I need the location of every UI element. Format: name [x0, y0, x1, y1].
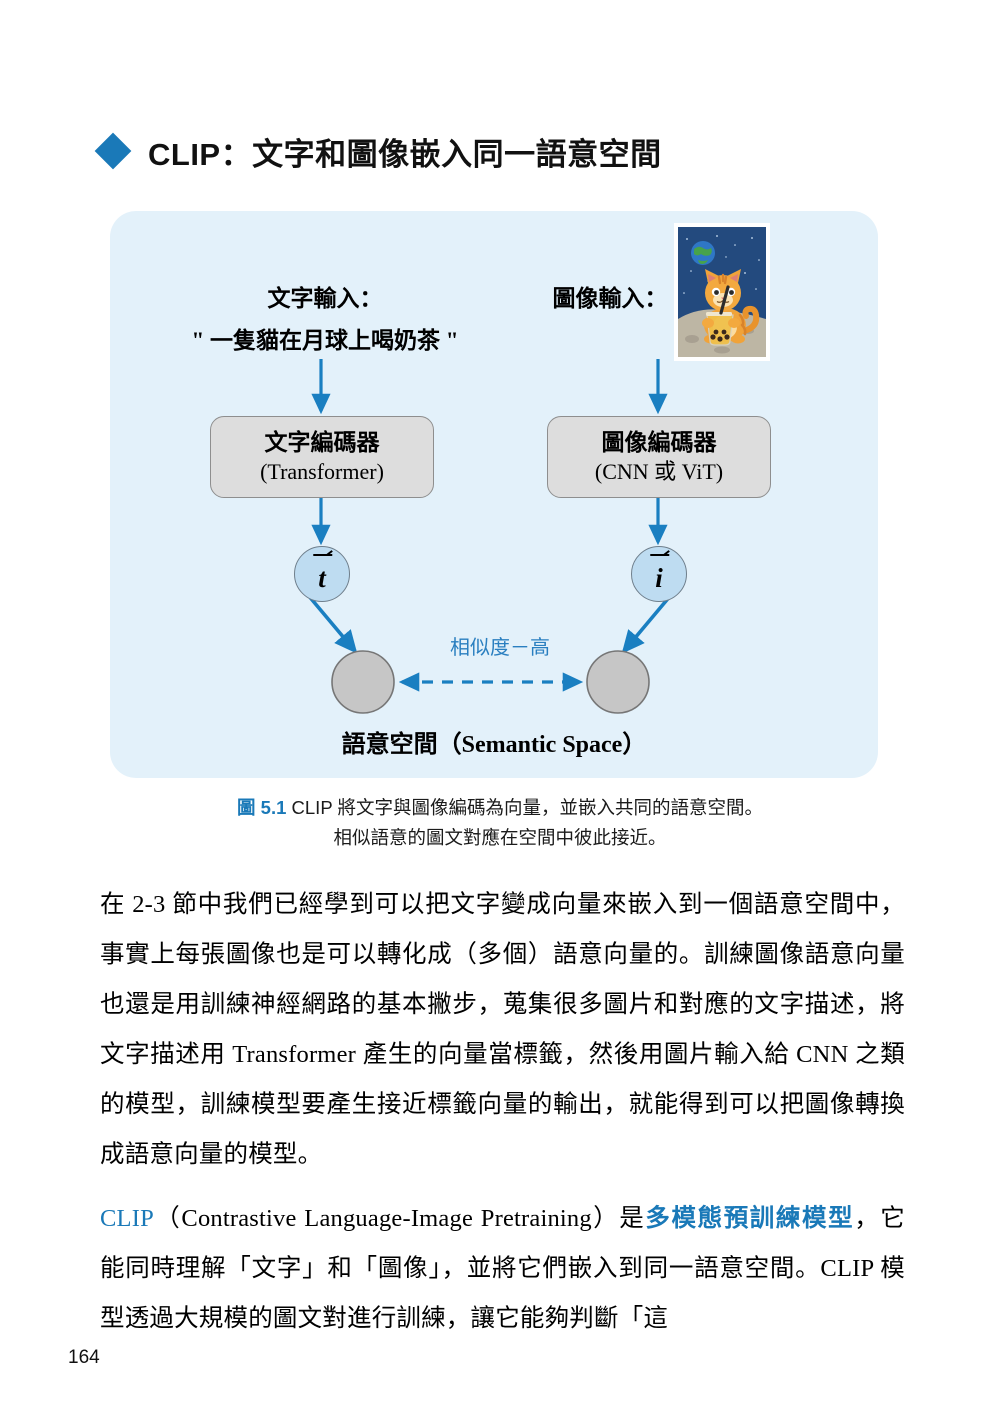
figure-diagram-svg	[306, 359, 673, 714]
body-paragraph-1-text: 在 2-3 節中我們已經學到可以把文字變成向量來嵌入到一個語意空間中，事實上每張…	[100, 891, 905, 1168]
image-input-label: 圖像輸入：	[552, 286, 668, 311]
body-text: 在 2-3 節中我們已經學到可以把文字變成向量來嵌入到一個語意空間中，事實上每張…	[100, 880, 905, 1358]
body-paragraph-2-rest: ，它能同時理解「文字」和「圖像」，並將它們嵌入到同一語意空間。CLIP 模型透過…	[100, 1205, 905, 1332]
text-vector-glyph: t	[318, 562, 326, 593]
page-number: 164	[68, 1347, 100, 1368]
cat-illustration-svg	[678, 227, 766, 357]
body-paragraph-1: 在 2-3 節中我們已經學到可以把文字變成向量來嵌入到一個語意空間中，事實上每張…	[100, 880, 905, 1180]
text-encoder-subtitle: (Transformer)	[260, 458, 384, 484]
clip-term: CLIP	[100, 1205, 154, 1232]
similarity-label: 相似度－高	[450, 637, 550, 659]
text-vector-node: t	[294, 546, 350, 602]
text-encoder-title: 文字編碼器	[264, 429, 380, 455]
figure-caption-tag: 圖 5.1	[237, 797, 287, 818]
text-input-value: " 一隻貓在月球上喝奶茶 "	[191, 328, 459, 353]
image-encoder-subtitle: (CNN 或 ViT)	[594, 458, 724, 484]
page-title: CLIP：文字和圖像嵌入同一語意空間	[94, 124, 900, 178]
clip-expansion: （Contrastive Language-Image Pretraining）…	[153, 1205, 646, 1232]
semantic-space-label: 語意空間（Semantic Space）	[341, 732, 647, 758]
text-input-label: 文字輸入：	[267, 286, 383, 311]
figure-caption: 圖 5.1 CLIP 將文字與圖像編碼為向量，並嵌入共同的語意空間。 相似語意的…	[110, 793, 890, 853]
multimodal-highlight: 多模態預訓練模型	[645, 1205, 855, 1232]
text-encoder-box: 文字編碼器 (Transformer)	[210, 416, 434, 498]
image-encoder-box: 圖像編碼器 (CNN 或 ViT)	[547, 416, 771, 498]
diamond-bullet-icon	[94, 132, 132, 170]
page-title-text: CLIP：文字和圖像嵌入同一語意空間	[148, 136, 662, 172]
figure-caption-line2: 相似語意的圖文對應在空間中彼此接近。	[333, 826, 667, 848]
image-encoder-title: 圖像編碼器	[601, 429, 717, 455]
body-paragraph-2: CLIP（Contrastive Language-Image Pretrain…	[100, 1194, 905, 1344]
figure-panel: 文字輸入： " 一隻貓在月球上喝奶茶 " 圖像輸入：	[110, 211, 878, 778]
cat-on-moon-illustration	[674, 223, 770, 361]
image-vector-glyph: i	[655, 562, 663, 593]
figure-caption-line1: CLIP 將文字與圖像編碼為向量，並嵌入共同的語意空間。	[291, 797, 763, 818]
image-vector-node: i	[631, 546, 687, 602]
